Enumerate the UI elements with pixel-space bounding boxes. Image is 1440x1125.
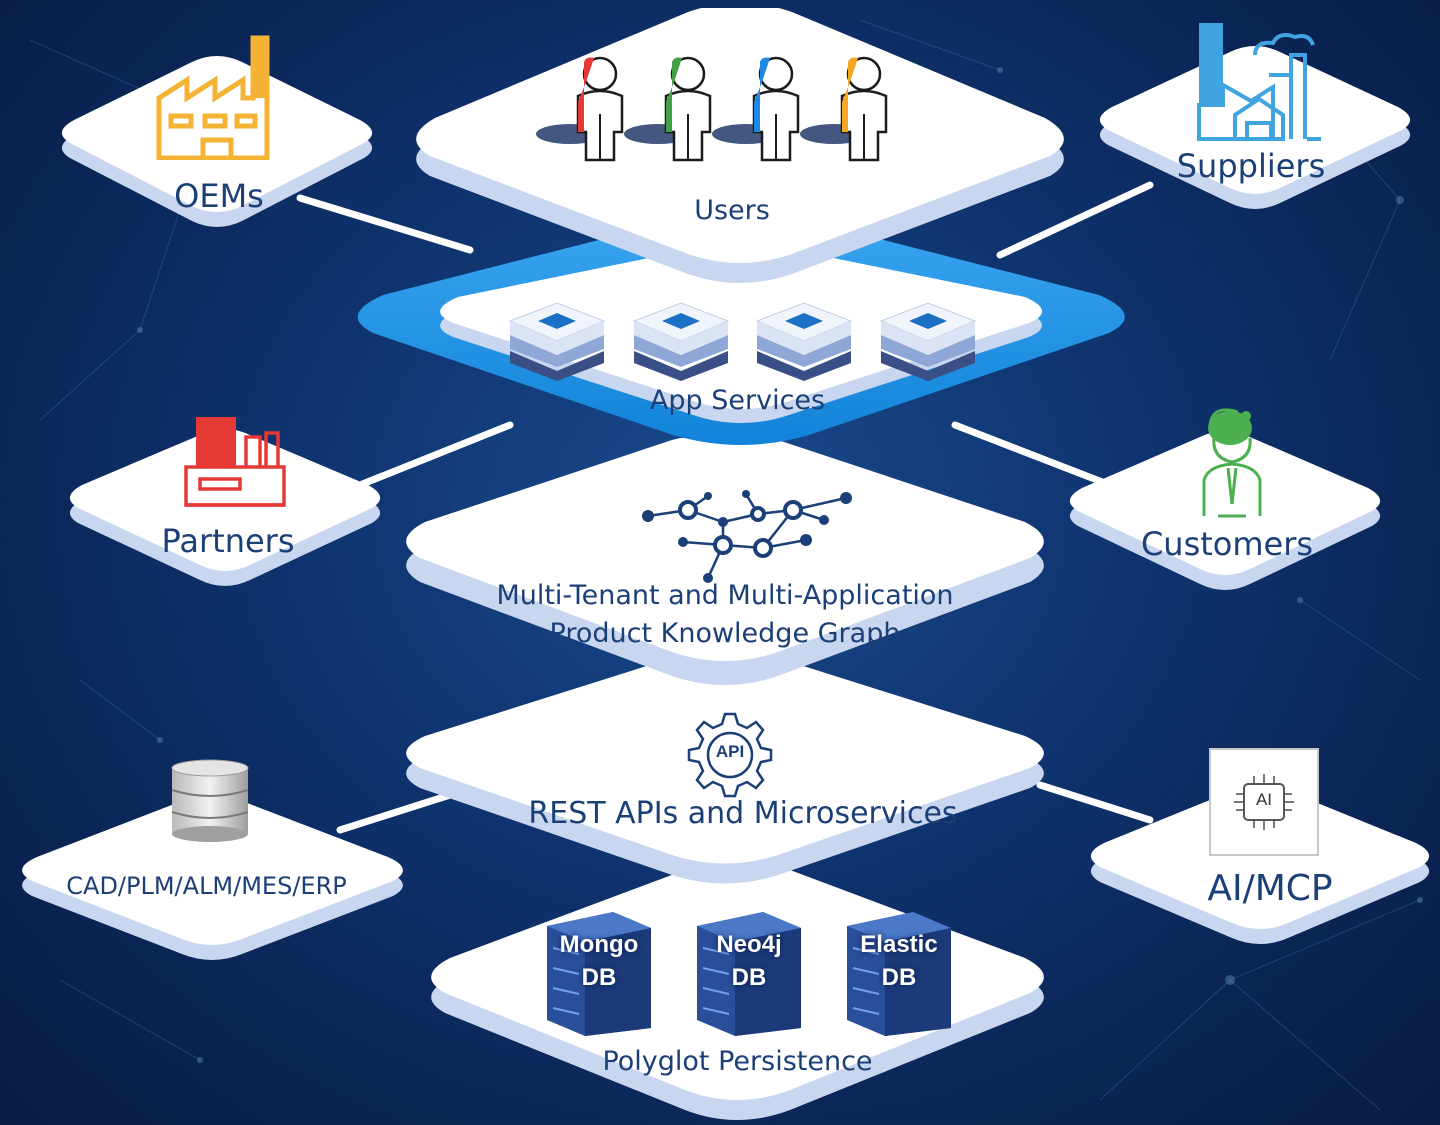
db-name-line2: DB: [581, 964, 617, 991]
database-cylinder-icon: [170, 758, 250, 843]
polyglot-persistence-layer: Mongo DB Neo4j DB Elastic DB Polyglot Pe…: [415, 868, 1060, 1125]
app-service-module-icon: [879, 301, 977, 381]
suppliers-label: Suppliers: [1176, 147, 1326, 185]
api-badge: API: [715, 742, 745, 761]
db-name-line1: Elastic: [860, 931, 938, 958]
user-figures: [530, 48, 910, 168]
app-services-layer: App Services: [343, 215, 1140, 453]
ai-chip-icon: AI: [1209, 748, 1319, 856]
db-name-line1: Neo4j: [716, 931, 782, 958]
knowledge-graph-layer: Multi-Tenant and Multi-Application Produ…: [390, 438, 1060, 700]
db-name-line2: DB: [881, 964, 917, 991]
oems-label: OEMs: [174, 177, 264, 215]
polyglot-persistence-label: Polyglot Persistence: [602, 1046, 873, 1077]
knowledge-graph-label-line1: Multi-Tenant and Multi-Application: [496, 580, 954, 611]
app-service-module-icon: [508, 301, 606, 381]
customers-tile: Customers: [1060, 408, 1390, 600]
neo4j-db-server-icon: Neo4j DB: [693, 908, 805, 1038]
ai-mcp-label: AI/MCP: [1207, 868, 1333, 909]
ai-mcp-tile: AI AI/MCP: [1080, 748, 1440, 950]
database-servers: Mongo DB Neo4j DB Elastic DB: [543, 908, 963, 1048]
mongo-db-server-icon: Mongo DB: [543, 908, 655, 1038]
users-layer: Users: [400, 8, 1080, 283]
rest-apis-label: REST APIs and Microservices: [528, 796, 958, 831]
customers-label: Customers: [1140, 525, 1314, 563]
app-service-module-icon: [632, 301, 730, 381]
elastic-db-server-icon: Elastic DB: [843, 908, 955, 1038]
partners-factory-icon: [182, 415, 288, 507]
oem-factory-icon: [155, 28, 281, 161]
knowledge-graph-label-line2: Product Knowledge Graph: [549, 618, 901, 649]
partners-tile: Partners: [60, 417, 390, 595]
db-name-line2: DB: [731, 964, 767, 991]
db-name-line1: Mongo: [559, 931, 639, 958]
enterprise-systems-label: CAD/PLM/ALM/MES/ERP: [66, 872, 347, 900]
suppliers-factory-icon: [1195, 15, 1325, 143]
knowledge-graph-network-icon: [628, 490, 858, 585]
enterprise-systems-tile: CAD/PLM/ALM/MES/ERP: [10, 759, 415, 965]
users-label: Users: [694, 195, 770, 226]
suppliers-tile: Suppliers: [1090, 23, 1420, 215]
app-services-label: App Services: [649, 385, 826, 416]
partners-label: Partners: [161, 522, 295, 560]
customer-avatar-icon: [1198, 408, 1268, 520]
oems-tile: OEMs: [52, 35, 382, 235]
rest-apis-layer: API REST APIs and Microservices: [390, 660, 1060, 890]
ai-badge: AI: [1255, 790, 1273, 809]
app-service-module-icon: [755, 301, 853, 381]
api-gear-icon: API: [680, 708, 780, 800]
